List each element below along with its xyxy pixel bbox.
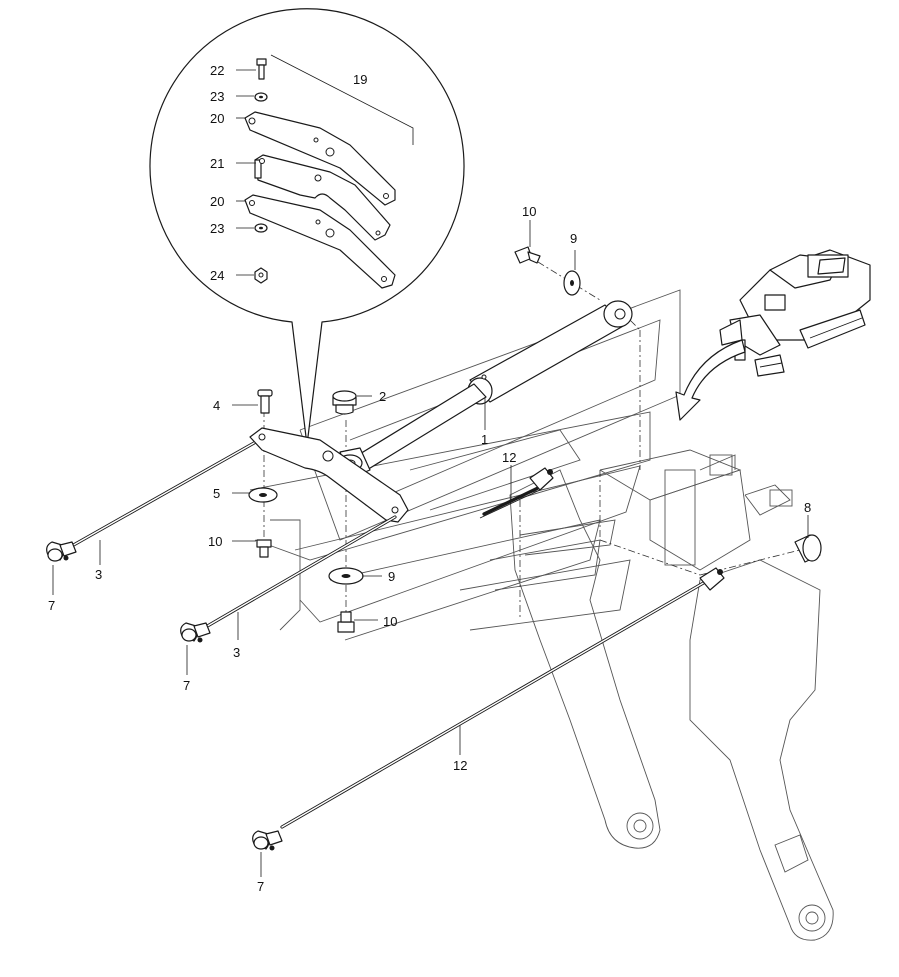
- callout-24: 24: [210, 268, 224, 283]
- cable-end-fitting-right: [699, 567, 725, 591]
- washer-9-lower: [328, 567, 364, 585]
- shackle-7-c: [252, 830, 283, 851]
- pin-4: [257, 389, 273, 414]
- pin-8: [794, 534, 822, 563]
- bracket-plate-upper: [244, 111, 396, 206]
- washer-23-lower: [254, 223, 268, 233]
- bracket-19: [270, 54, 414, 145]
- callout-1: 1: [481, 432, 488, 447]
- callout-8: 8: [804, 500, 811, 515]
- callout-20-lower: 20: [210, 194, 224, 209]
- washer-9-upper: [563, 270, 581, 296]
- cable-12-long: [280, 576, 714, 829]
- callout-10-upper-left: 10: [208, 534, 222, 549]
- callout-23-upper: 23: [210, 89, 224, 104]
- callout-7-a: 7: [48, 598, 55, 613]
- callout-23-lower: 23: [210, 221, 224, 236]
- callout-10-upper-right: 10: [522, 204, 536, 219]
- hydraulic-cylinder: [337, 300, 633, 479]
- bolt-10-lower: [337, 611, 355, 633]
- callout-21: 21: [210, 156, 224, 171]
- leader-lines: [52, 69, 809, 877]
- shackle-7-a: [46, 541, 77, 562]
- callout-2: 2: [379, 389, 386, 404]
- callout-10-lower: 10: [383, 614, 397, 629]
- cable-12-short: [479, 485, 542, 519]
- washer-23-upper: [254, 92, 268, 102]
- callout-3-upper: 3: [95, 567, 102, 582]
- callout-19: 19: [353, 72, 367, 87]
- bracket-plate-lower: [244, 194, 396, 289]
- callout-9-lower: 9: [388, 569, 395, 584]
- machine-thumbnail: [719, 249, 871, 377]
- cable-3-upper: [68, 441, 256, 549]
- callout-labels: 22 23 20 21 20 23 24 19 4 2 1 5 10 9 10 …: [48, 63, 811, 894]
- callout-22: 22: [210, 63, 224, 78]
- callout-5: 5: [213, 486, 220, 501]
- pin-2: [332, 390, 357, 415]
- direction-arrow: [675, 339, 746, 421]
- bracket-assembly: [249, 427, 409, 523]
- bolt-10-upper-right: [514, 246, 541, 264]
- bolt-10-upper-left: [256, 539, 272, 558]
- callout-4: 4: [213, 398, 220, 413]
- callout-12-short: 12: [502, 450, 516, 465]
- shackle-7-b: [180, 622, 211, 643]
- washer-5: [248, 487, 278, 503]
- callout-12-long: 12: [453, 758, 467, 773]
- callout-9-upper: 9: [570, 231, 577, 246]
- lifting-arm-left: [509, 469, 661, 849]
- cable-3-lower: [202, 515, 397, 630]
- callout-3-lower: 3: [233, 645, 240, 660]
- arm-crossbeam: [599, 449, 793, 571]
- callout-20-upper: 20: [210, 111, 224, 126]
- bracket-plate-middle: [254, 154, 391, 241]
- cable-end-fitting-upper: [529, 467, 554, 491]
- bolt-22: [256, 58, 267, 80]
- lifting-arm-right: [689, 559, 834, 941]
- callout-7-b: 7: [183, 678, 190, 693]
- nut-24: [254, 267, 268, 284]
- callout-7-c: 7: [257, 879, 264, 894]
